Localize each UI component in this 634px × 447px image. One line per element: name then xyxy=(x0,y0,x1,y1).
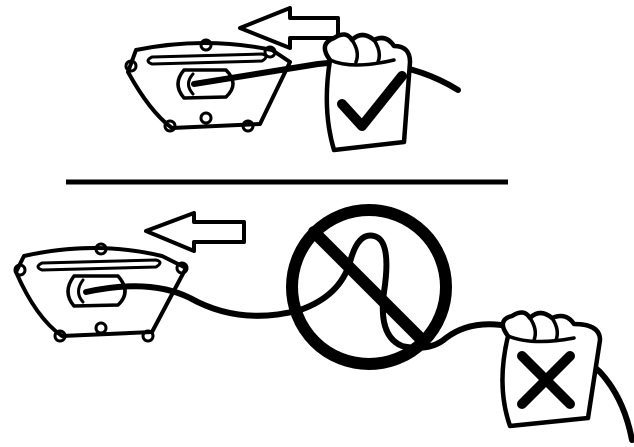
incorrect-panel xyxy=(13,204,634,443)
bolt-hole-icon xyxy=(13,263,27,277)
bolt-hole-icon xyxy=(263,45,277,59)
starter-housing xyxy=(124,38,292,133)
bolt-hole-icon xyxy=(163,119,177,133)
pull-direction-arrow-icon xyxy=(238,6,340,50)
bolt-hole-icon xyxy=(199,38,213,52)
bolt-hole-icon xyxy=(199,111,213,125)
correct-panel xyxy=(124,6,461,153)
bolt-hole-icon xyxy=(124,59,138,73)
bolt-hole-icon xyxy=(141,329,155,343)
gripping-hand-icon xyxy=(322,32,413,153)
pull-direction-arrow-icon xyxy=(144,211,246,253)
x-mark-icon xyxy=(517,351,575,409)
bolt-hole-icon xyxy=(175,261,189,275)
check-mark-icon xyxy=(337,71,407,131)
bolt-hole-icon xyxy=(94,242,108,256)
bolt-hole-icon xyxy=(241,119,255,133)
starter-housing xyxy=(13,242,189,343)
gripping-hand-icon xyxy=(500,310,603,429)
bolt-hole-icon xyxy=(53,329,67,343)
bolt-hole-icon xyxy=(94,321,108,335)
prohibition-sign-icon xyxy=(286,204,452,370)
